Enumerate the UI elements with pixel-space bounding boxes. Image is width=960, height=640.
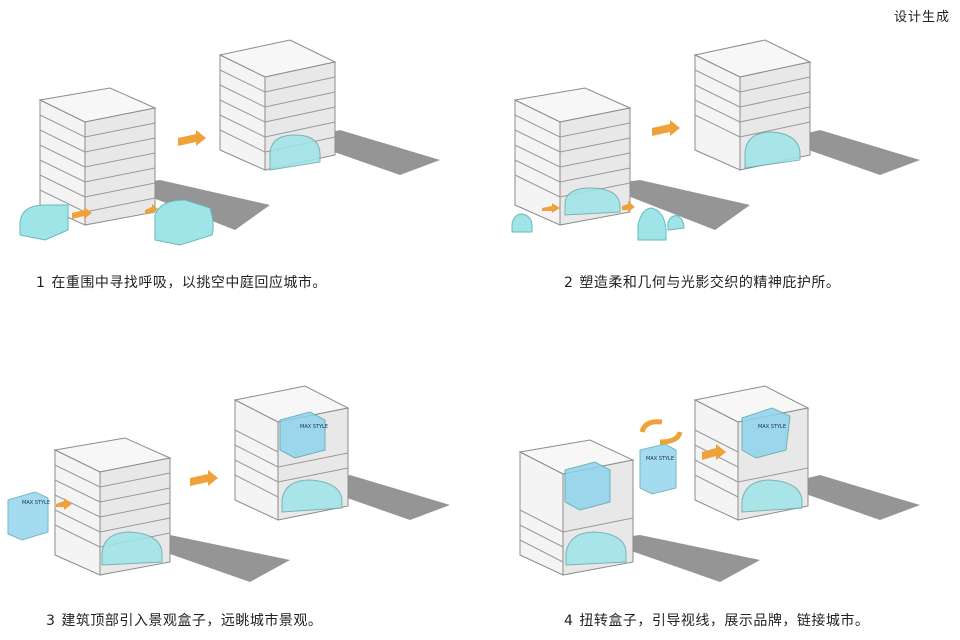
arrow-icon <box>652 120 680 136</box>
arrow-icon <box>72 207 92 219</box>
step-number: 3 <box>46 613 56 629</box>
building-shadow <box>600 535 760 582</box>
step-3-caption: 3 建筑顶部引入景观盒子，远眺城市景观。 <box>46 610 322 630</box>
arch-volume <box>19 204 69 241</box>
atrium-arch <box>101 531 163 566</box>
step-text: 扭转盒子，引导视线，展示品牌，链接城市。 <box>579 613 870 629</box>
building-shadow <box>780 475 920 520</box>
building-shadow <box>600 180 750 230</box>
step-number: 4 <box>564 613 574 629</box>
step-2-diagram <box>511 39 920 241</box>
step-2-panel: 2 塑造柔和几何与光影交织的精神庇护所。 <box>480 0 960 300</box>
right-building: MAX STYLE <box>233 385 350 521</box>
step-text: 塑造柔和几何与光影交织的精神庇护所。 <box>579 275 841 291</box>
arrow-icon <box>145 204 158 214</box>
step-3-diagram: MAX STYLE MAX STYLE <box>7 385 450 582</box>
landscape-box: MAX STYLE <box>7 491 50 541</box>
arrow-icon <box>542 203 560 213</box>
step-2-caption: 2 塑造柔和几何与光影交织的精神庇护所。 <box>564 272 840 292</box>
step-number: 1 <box>36 275 46 291</box>
page-title: 设计生成 <box>893 10 950 25</box>
step-1-caption: 1 在重围中寻找呼吸，以挑空中庭回应城市。 <box>36 272 327 292</box>
left-building <box>513 87 632 226</box>
step-4-diagram: MAX STYLE MAX STYLE <box>518 385 920 582</box>
atrium-arch <box>565 531 627 566</box>
step-number: 2 <box>564 275 574 291</box>
arrow-icon <box>190 470 218 486</box>
step-text: 建筑顶部引入景观盒子，远眺城市景观。 <box>61 613 323 629</box>
right-building <box>693 39 812 171</box>
left-building <box>38 87 157 226</box>
arch-volume <box>154 199 214 246</box>
atrium-arch <box>269 134 321 171</box>
arch-volume <box>637 207 667 241</box>
left-building <box>518 439 635 576</box>
atrium-arch <box>564 187 621 216</box>
left-building <box>53 437 172 576</box>
step-4-caption: 4 扭转盒子，引导视线，展示品牌，链接城市。 <box>564 610 869 630</box>
atrium-arch <box>744 131 801 169</box>
right-building: MAX STYLE <box>693 385 810 521</box>
box-brand-label: MAX STYLE <box>300 424 328 430</box>
landscape-box <box>564 461 611 511</box>
arrow-icon <box>178 130 206 146</box>
arch-volume <box>667 215 685 231</box>
atrium-arch <box>741 479 803 513</box>
landscape-box: MAX STYLE <box>741 407 791 459</box>
arrow-icon <box>702 444 726 460</box>
step-1-diagram <box>19 39 440 246</box>
step-text: 在重围中寻找呼吸，以挑空中庭回应城市。 <box>51 275 327 291</box>
right-building <box>218 39 337 171</box>
step-3-panel: MAX STYLE MAX STYLE 3 建筑顶部引入景观盒子，远眺城市景观。 <box>0 320 480 640</box>
arrow-icon <box>56 498 72 510</box>
arrow-icon <box>622 201 635 212</box>
arch-volume <box>511 213 533 233</box>
building-shadow <box>780 130 920 175</box>
box-brand-label: MAX STYLE <box>22 500 50 506</box>
landscape-box: MAX STYLE <box>279 411 328 459</box>
rotate-icon <box>639 419 683 445</box>
landscape-box: MAX STYLE <box>639 443 677 495</box>
box-brand-label: MAX STYLE <box>646 456 674 462</box>
atrium-arch <box>281 479 343 513</box>
box-brand-label: MAX STYLE <box>758 424 786 430</box>
step-4-panel: MAX STYLE MAX STYLE 4 扭转盒子，引导视线，展示品牌，链接城市… <box>480 320 960 640</box>
step-1-panel: 1 在重围中寻找呼吸，以挑空中庭回应城市。 <box>0 0 480 300</box>
